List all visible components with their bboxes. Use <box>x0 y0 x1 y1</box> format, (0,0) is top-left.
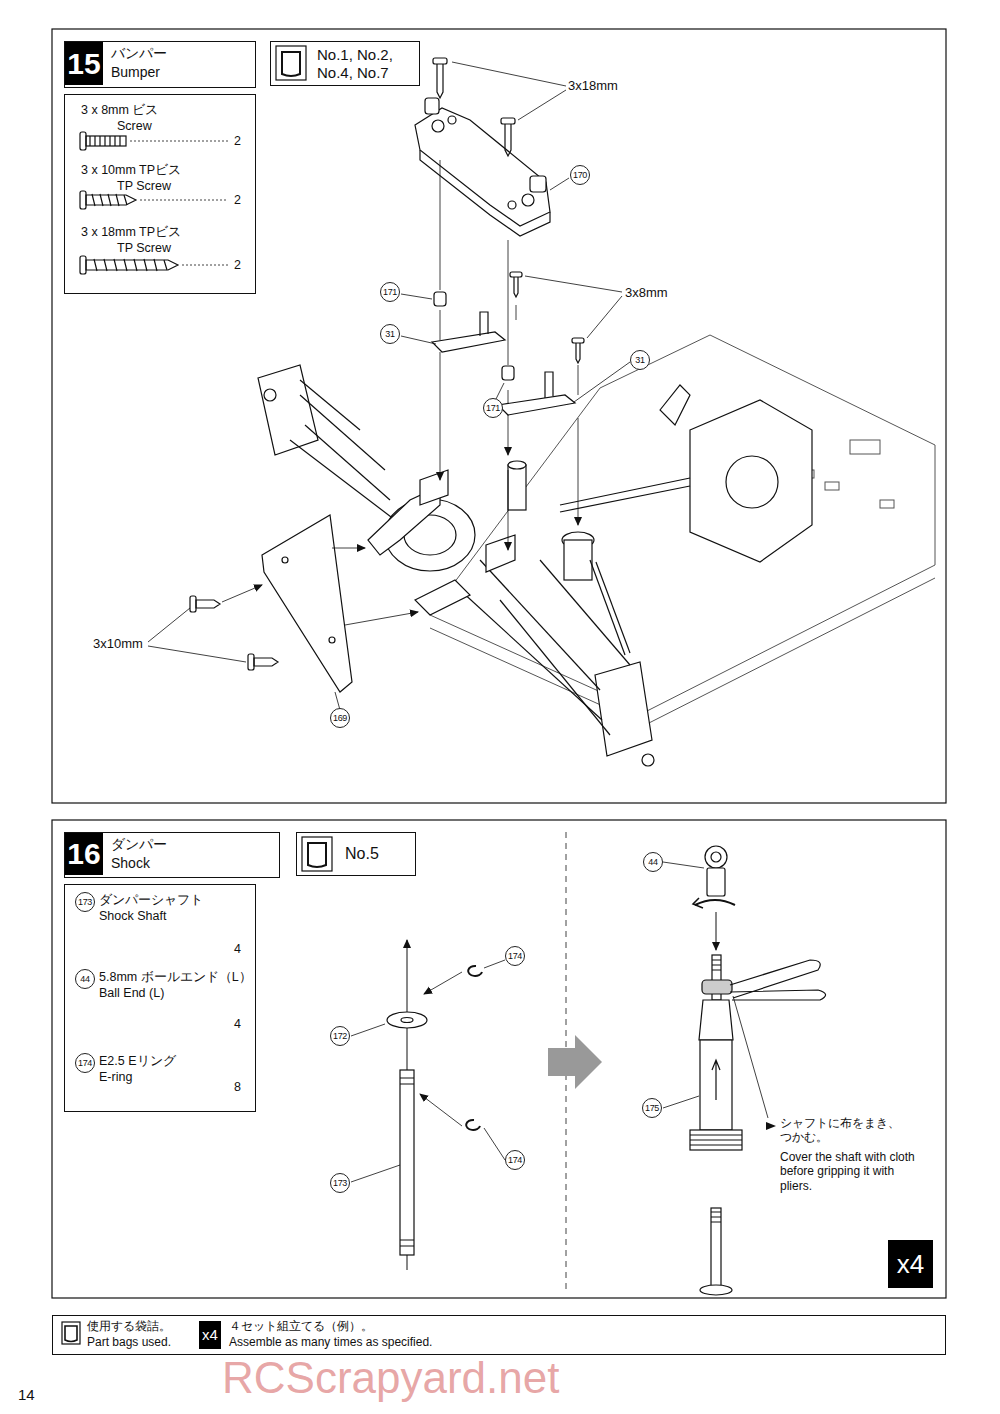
node-text: TP Screw <box>117 241 171 256</box>
node-text: 8 <box>234 1080 241 1095</box>
node-text: 4 <box>234 1017 241 1032</box>
node-text: 使用する袋詰。 <box>87 1319 171 1333</box>
part-bag-box: No.5 <box>296 832 416 876</box>
callout-number: 174 <box>505 946 525 966</box>
part-bag-box: No.1, No.2, No.4, No.7 <box>270 41 420 86</box>
node-text: ダンパー <box>111 836 167 853</box>
node-text: No.1, No.2, No.4, No.7 <box>317 46 413 82</box>
dimension-label: 3x8mm <box>625 285 668 301</box>
node-text: ダンパーシャフト <box>99 893 203 908</box>
callout-number: 169 <box>330 708 350 728</box>
callout-number: 172 <box>330 1026 350 1046</box>
step-number: 16 <box>65 833 103 875</box>
node-text: 2 <box>234 134 241 149</box>
node-text: Assemble as many times as specified. <box>229 1335 432 1349</box>
callout-number: 171 <box>483 398 503 418</box>
step-number: x4 <box>199 1321 221 1349</box>
note-text: シャフトに布をまき、 つかむ。 <box>780 1116 908 1145</box>
node-text: Ball End (L) <box>99 986 164 1001</box>
callout-number: 174 <box>505 1150 525 1170</box>
node-text: No.5 <box>345 844 379 863</box>
page-number: 14 <box>18 1386 35 1404</box>
node-text: TP Screw <box>117 179 171 194</box>
node-text: Shock Shaft <box>99 909 166 924</box>
node-text: 4 <box>234 942 241 957</box>
node-text: Screw <box>117 119 152 134</box>
node-text: 5.8mm ボールエンド（L） <box>99 970 252 985</box>
parts-list-box: 173ダンパーシャフトShock Shaft4445.8mm ボールエンド（L）… <box>64 884 256 1112</box>
callout-number: 31 <box>380 324 400 344</box>
parts-list-box: 3 x 8mm ビスScrew23 x 10mm TPビスTP Screw23 … <box>64 94 256 294</box>
repeat-badge: x4 <box>888 1240 937 1291</box>
footer-note-box: 使用する袋詰。 Part bags used. x4 ４セット組立てる（例）。 Asse… <box>52 1315 946 1355</box>
dimension-label: 3x10mm <box>93 636 143 652</box>
node-text: Shock <box>111 855 150 872</box>
callout-number: 44 <box>75 969 95 989</box>
callout-number: 171 <box>380 282 400 302</box>
callout-number: 173 <box>75 892 95 912</box>
node-text: Bumper <box>111 64 160 81</box>
node-text: 3 x 10mm TPビス <box>81 163 181 178</box>
step-header: 16 ダンパー Shock <box>64 832 280 878</box>
node-text: 3 x 18mm TPビス <box>81 225 181 240</box>
node-text: 2 <box>234 258 241 273</box>
callout-number: 170 <box>570 165 590 185</box>
dimension-label: 3x18mm <box>568 78 618 94</box>
step-number: x4 <box>888 1240 933 1288</box>
note-text: Cover the shaft with cloth before grippi… <box>780 1150 920 1193</box>
node-text: 2 <box>234 193 241 208</box>
callout-number: 31 <box>630 350 650 370</box>
callout-number: 173 <box>330 1173 350 1193</box>
node-text: 3 x 8mm ビス <box>81 103 158 118</box>
node-text: E2.5 Eリング <box>99 1054 176 1069</box>
node-text: バンパー <box>111 45 167 62</box>
callout-number: 174 <box>75 1053 95 1073</box>
node-text: ４セット組立てる（例）。 <box>229 1319 373 1333</box>
node-text: E-ring <box>99 1070 132 1085</box>
callout-number: 175 <box>642 1098 662 1118</box>
callout-number: 44 <box>643 852 663 872</box>
step-number: 15 <box>65 42 103 85</box>
step-header: 15 バンパー Bumper <box>64 41 256 88</box>
node-text: Part bags used. <box>87 1335 171 1349</box>
watermark: RCScrapyard.net <box>222 1356 559 1400</box>
